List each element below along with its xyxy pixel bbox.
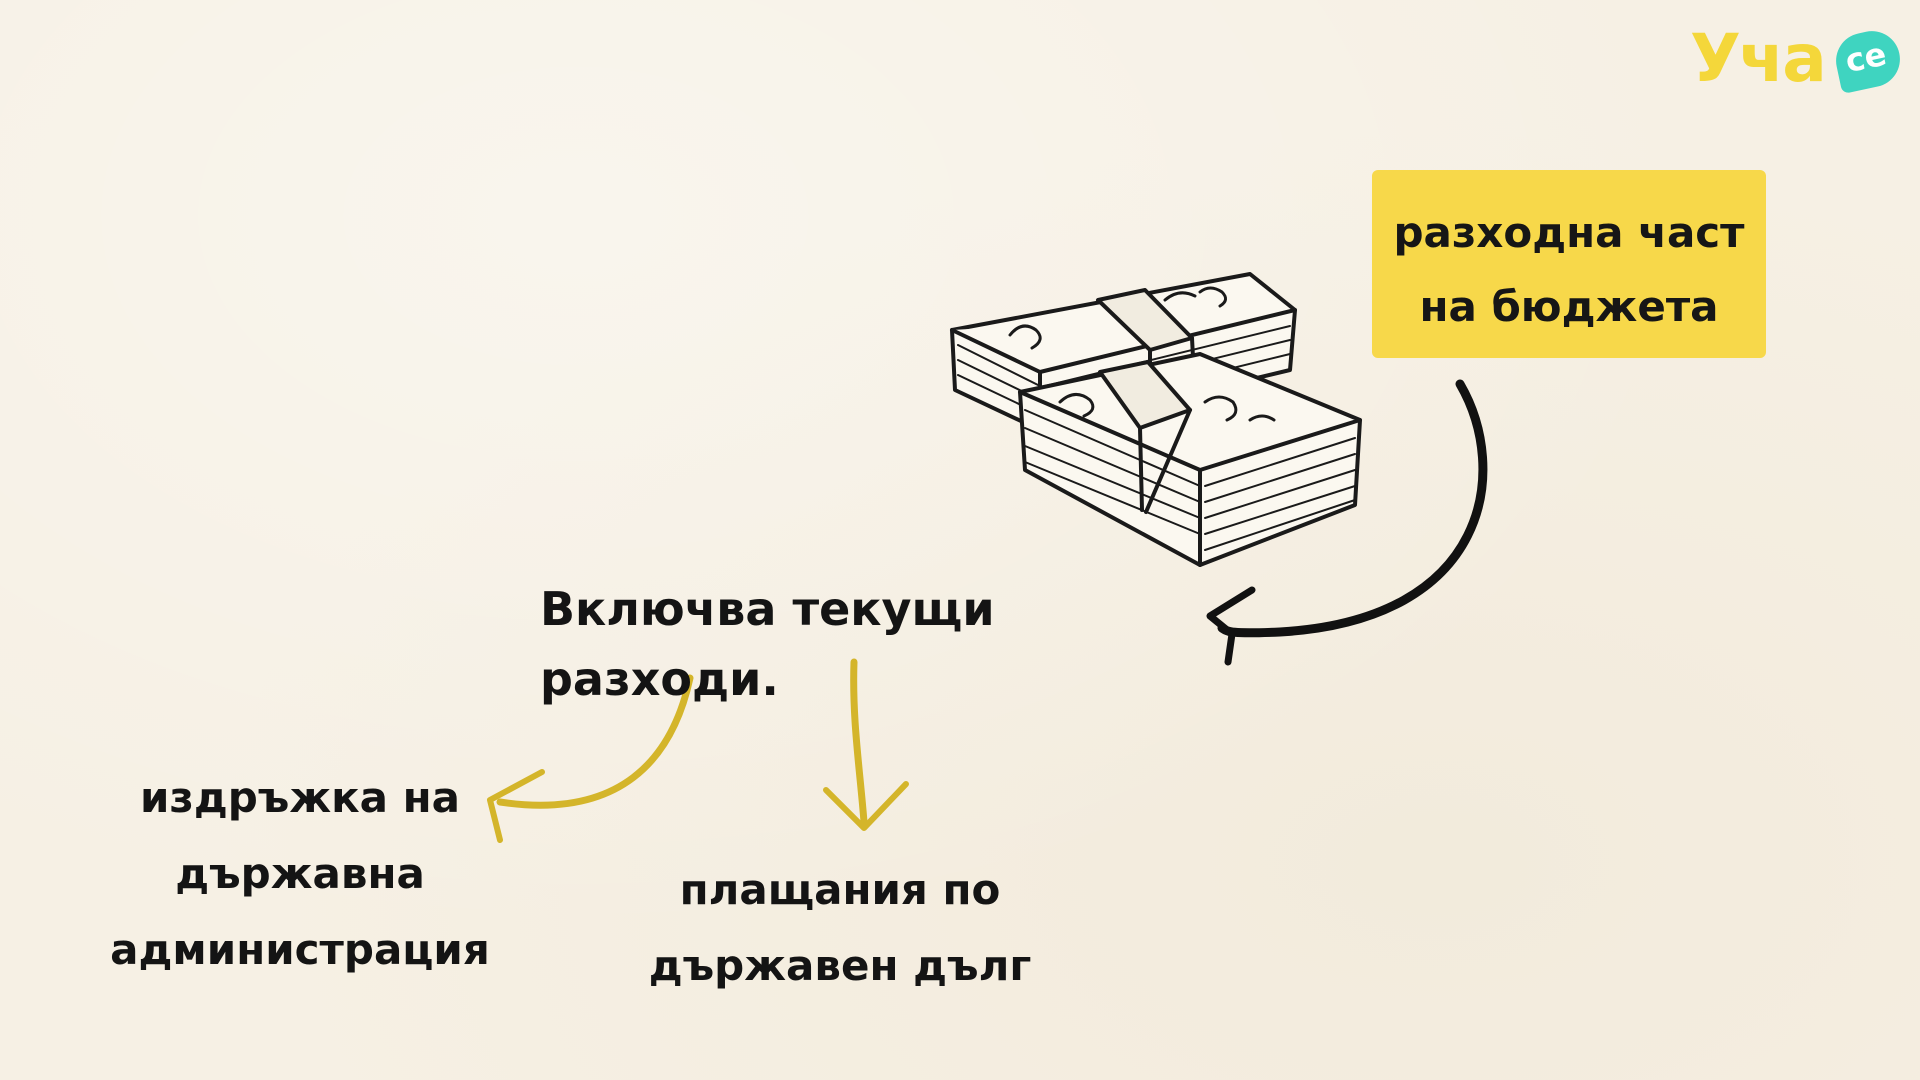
- budget-box-line-2: на бюджета: [1419, 282, 1719, 331]
- branch-administration-line-3: администрация: [110, 925, 490, 974]
- branch-administration: издръжка на държавна администрация: [90, 760, 510, 988]
- curved-arrow-icon: [1206, 379, 1488, 666]
- branch-debt-payments: плащания по държавен дълг: [630, 852, 1050, 1004]
- branch-administration-line-2: държавна: [175, 849, 425, 898]
- main-statement: Включва текущи разходи.: [540, 582, 995, 706]
- arrow-down-icon: [823, 658, 909, 831]
- curved-arrow-left-icon: [487, 674, 694, 843]
- branch-administration-line-1: издръжка на: [139, 773, 460, 822]
- ucha-se-logo[interactable]: Уча се: [1688, 20, 1906, 106]
- budget-box-line-1: разходна част: [1393, 208, 1745, 257]
- logo-text: Уча: [1690, 20, 1827, 97]
- branch-debt-line-2: държавен дълг: [648, 941, 1032, 990]
- money-stacks-icon: [950, 272, 1362, 567]
- budget-expense-box: разходна част на бюджета: [1372, 170, 1766, 358]
- branch-debt-line-1: плащания по: [679, 865, 1001, 914]
